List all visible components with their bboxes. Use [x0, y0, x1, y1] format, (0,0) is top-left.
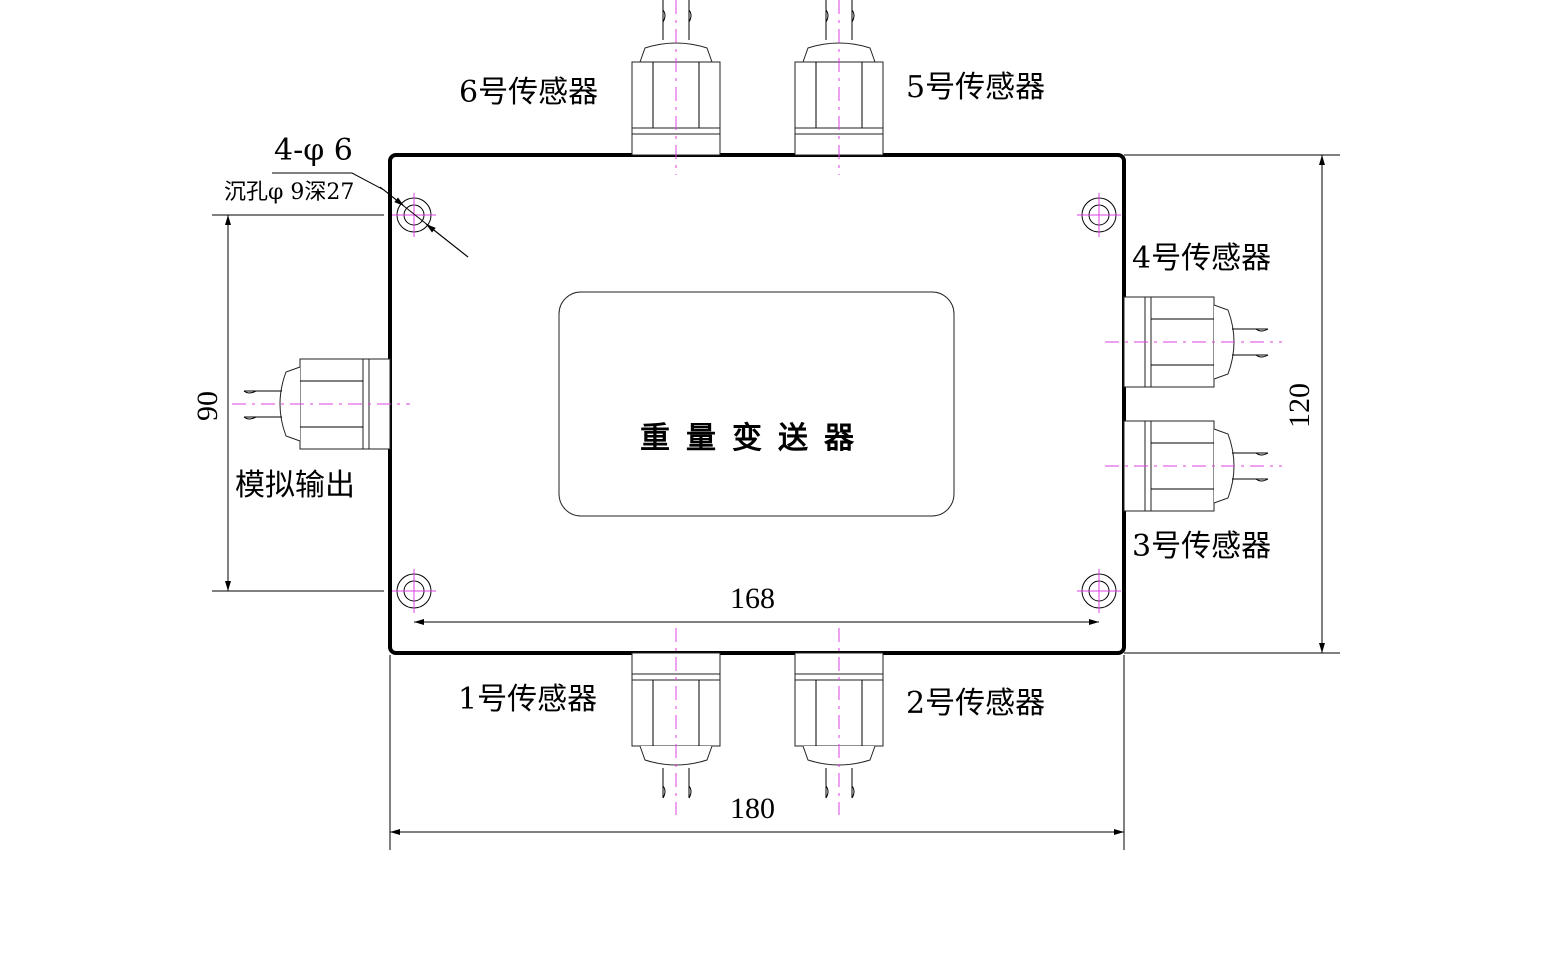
dimension-hole-spacing-horizontal: 168	[414, 582, 1099, 625]
cable-gland-sensor-3	[1105, 420, 1282, 512]
label-sensor-5: 5号传感器	[906, 70, 1045, 105]
dimension-120-label: 120	[1283, 383, 1316, 428]
dimension-hole-spacing-vertical: 90	[191, 214, 384, 592]
cable-gland-sensor-2	[794, 628, 884, 815]
label-sensor-4: 4号传感器	[1132, 241, 1271, 276]
label-sensor-1: 1号传感器	[458, 682, 597, 717]
hole-callout: 4-φ 6 沉孔φ 9深27	[224, 133, 469, 258]
cable-gland-sensor-1	[631, 628, 721, 815]
label-sensor-2: 2号传感器	[906, 686, 1045, 721]
enclosure-outline	[388, 153, 1126, 655]
cable-gland-sensor-5	[794, 0, 884, 175]
mounting-hole-top-left	[392, 193, 436, 237]
dimension-180-label: 180	[730, 792, 775, 825]
dimension-168-label: 168	[730, 582, 775, 615]
label-sensor-6: 6号传感器	[459, 75, 598, 110]
dimension-90-label: 90	[191, 391, 224, 421]
mounting-hole-bottom-right	[1077, 569, 1121, 613]
hole-spec-countersink: 沉孔φ 9深27	[224, 180, 354, 205]
label-sensor-3: 3号传感器	[1132, 529, 1271, 564]
mounting-hole-bottom-left	[392, 569, 436, 613]
cable-gland-analog-output	[232, 358, 410, 450]
mounting-hole-top-right	[1077, 193, 1121, 237]
device-title: 重量变送器	[640, 421, 870, 456]
label-analog-output: 模拟输出	[235, 468, 355, 503]
dimension-overall-height: 120	[1124, 154, 1340, 654]
label-panel	[558, 291, 955, 517]
cable-gland-sensor-4	[1105, 296, 1282, 388]
dimension-overall-width: 180	[389, 655, 1125, 850]
hole-spec-main: 4-φ 6	[274, 133, 353, 168]
cable-gland-sensor-6	[631, 0, 721, 175]
